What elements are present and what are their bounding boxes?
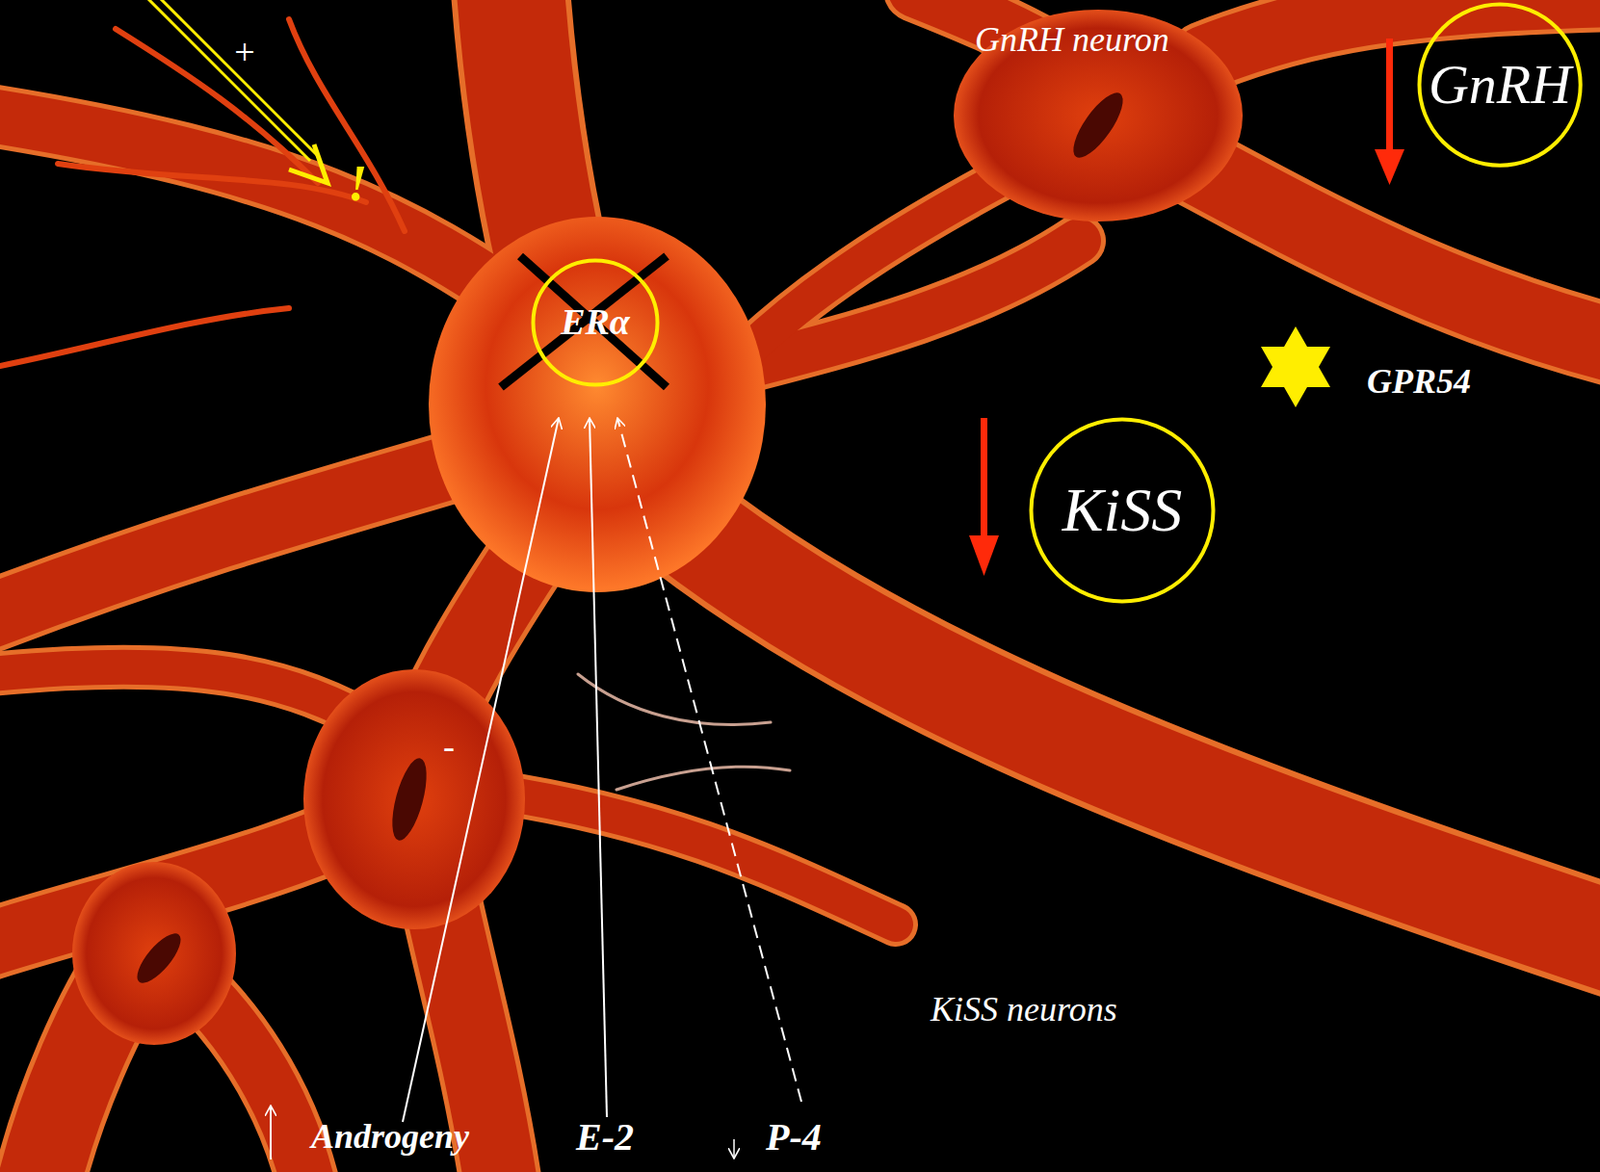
- hormone-name: E-2: [576, 1116, 634, 1159]
- cell-name: KiSS neurons: [930, 991, 1118, 1030]
- receptor-circle: ERα: [530, 258, 660, 388]
- receptor-star: [1260, 326, 1331, 408]
- sign-plus: +: [234, 32, 255, 74]
- receptor-name: GPR54: [1366, 363, 1471, 402]
- hormone-arrows: [270, 418, 802, 1160]
- node-label: KiSS: [1062, 476, 1182, 545]
- cell-name: GnRH neuron: [974, 21, 1170, 60]
- circle-outline: [1031, 419, 1214, 603]
- alert-mark: !: [347, 156, 368, 211]
- hormone-name: Androgeny: [311, 1118, 470, 1157]
- hormone-name: P-4: [765, 1116, 822, 1159]
- blocked-cross: [500, 256, 667, 388]
- node-label: GnRH: [1428, 53, 1572, 116]
- double-arrow: [144, 0, 328, 184]
- circle-outline: [533, 261, 658, 386]
- cell-soma: [72, 9, 1243, 1046]
- circle-outline: [1418, 3, 1580, 165]
- sign-minus: -: [443, 728, 455, 767]
- hormone-circle: GnRH: [1416, 1, 1583, 168]
- hormone-circle: KiSS: [1028, 417, 1216, 604]
- node-label: ERα: [560, 302, 630, 343]
- cell-nucleus: [130, 85, 1131, 990]
